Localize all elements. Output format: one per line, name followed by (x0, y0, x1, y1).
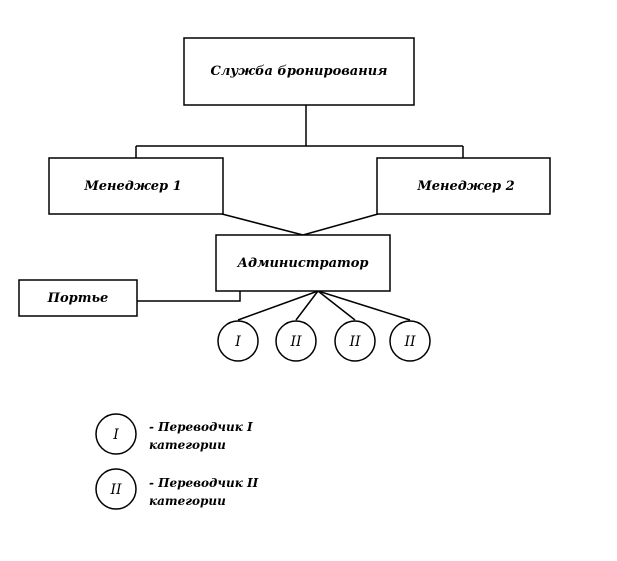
node-manager-1: Менеджер 1 (48, 157, 224, 215)
node-manager-2: Менеджер 2 (376, 157, 551, 215)
translator-circle-4: II (389, 320, 431, 362)
node-administrator: Администратор (215, 234, 391, 292)
node-porter-label: Портье (47, 291, 109, 306)
translator-circle-3: II (334, 320, 376, 362)
porter-to-admin-line (137, 290, 241, 302)
manager2-to-admin-line (302, 213, 379, 236)
translator-circle-2: II (275, 320, 317, 362)
legend-item-category-2-symbol: II (109, 482, 122, 498)
legend-item-category-1-line1: - Переводчик I (149, 420, 253, 434)
node-manager-2-label: Менеджер 2 (416, 179, 514, 194)
admin-to-translator2-line (295, 290, 319, 321)
translator-circle-3-label: II (348, 334, 361, 350)
admin-to-translator1-line (237, 290, 319, 321)
legend: I - Переводчик I категории II - Переводч… (95, 413, 259, 510)
legend-item-category-1-symbol: I (112, 427, 119, 443)
node-booking-service-label: Служба бронирования (210, 64, 387, 79)
translator-circle-4-label: II (403, 334, 416, 350)
legend-item-category-2: II - Переводчик II категории (95, 468, 259, 510)
legend-item-category-2-line2: категории (149, 494, 226, 508)
translator-circle-1-label: I (234, 334, 241, 350)
translator-circle-2-label: II (289, 334, 302, 350)
legend-item-category-1-line2: категории (149, 438, 226, 452)
admin-to-translator3-line (317, 290, 356, 321)
manager1-to-admin-line (221, 213, 304, 236)
node-administrator-label: Администратор (236, 256, 368, 271)
node-booking-service: Служба бронирования (183, 37, 415, 106)
connector-lines (135, 105, 464, 321)
node-manager-1-label: Менеджер 1 (83, 179, 181, 194)
legend-item-category-1: I - Переводчик I категории (95, 413, 253, 455)
legend-item-category-2-line1: - Переводчик II (149, 476, 259, 490)
node-porter: Портье (18, 279, 138, 317)
translator-circle-1: I (217, 320, 259, 362)
admin-to-translator4-line (317, 290, 411, 321)
